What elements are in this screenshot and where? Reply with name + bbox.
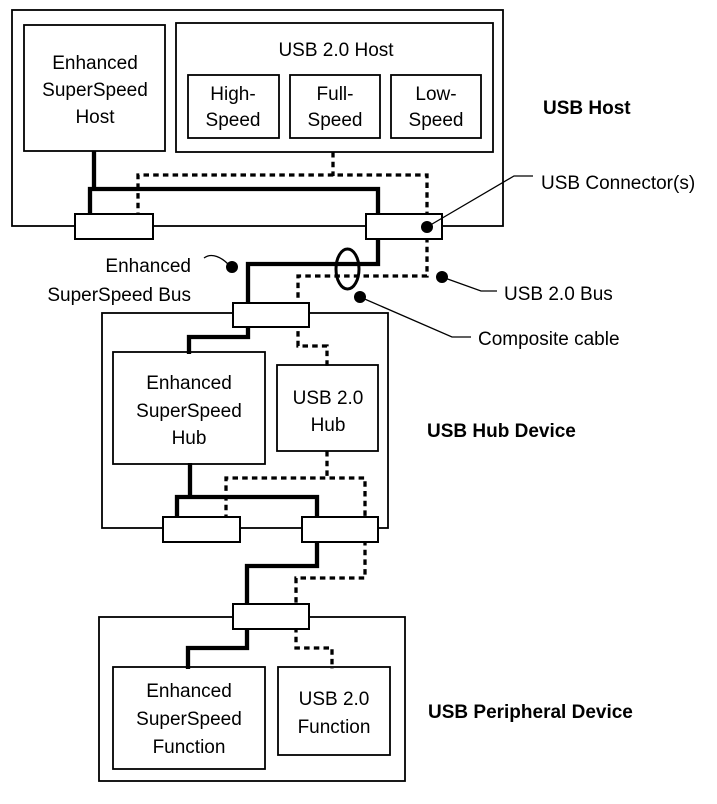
ess-hub-label-line3: Hub xyxy=(172,428,207,449)
usb-host-section-label: USB Host xyxy=(543,98,631,119)
usb2-bus-leader-line xyxy=(441,276,497,292)
ess-hub-label-line1: Enhanced xyxy=(146,373,232,394)
low-speed-label-line1: Low- xyxy=(415,84,456,105)
ess-host-label-line1: Enhanced xyxy=(52,53,138,74)
ess-function-label-line3: Function xyxy=(153,737,226,758)
superspeed-bus-into-function xyxy=(185,627,250,669)
composite-cable-ellipse xyxy=(334,247,361,291)
ess-function-label-line1: Enhanced xyxy=(146,681,232,702)
composite-cable-callout-label: Composite cable xyxy=(478,329,620,350)
superspeed-bus-into-hub xyxy=(186,325,251,354)
ess-hub-label-line2: SuperSpeed xyxy=(136,401,242,422)
usb2-host-title: USB 2.0 Host xyxy=(278,40,394,61)
usb-hub-device-section-label: USB Hub Device xyxy=(427,421,576,442)
enhanced-superspeed-function-box xyxy=(112,666,266,770)
usb-connector-peripheral xyxy=(232,603,310,630)
usb-connectors-callout-label: USB Connector(s) xyxy=(541,173,695,194)
superspeed-bus-leader-line xyxy=(203,254,229,265)
ess-function-label-line2: SuperSpeed xyxy=(136,709,242,730)
usb2-hub-label-line2: Hub xyxy=(311,415,346,436)
usb2-bus-callout-label: USB 2.0 Bus xyxy=(504,284,613,305)
high-speed-label-line2: Speed xyxy=(206,110,261,131)
enhanced-superspeed-host-box xyxy=(23,24,166,152)
full-speed-box xyxy=(289,74,381,139)
usb2-function-label-line1: USB 2.0 xyxy=(299,689,370,710)
usb2-function-label-line2: Function xyxy=(298,717,371,738)
usb2-bus-host-run xyxy=(136,173,429,240)
composite-cable-leader-line xyxy=(359,296,471,338)
usb2-bus-hub-to-peripheral xyxy=(294,540,367,606)
full-speed-label-line2: Speed xyxy=(308,110,363,131)
ess-bus-callout-label-line1: Enhanced xyxy=(105,256,191,277)
low-speed-label-line2: Speed xyxy=(409,110,464,131)
low-speed-box xyxy=(390,74,482,139)
usb-connector-hub-upstream xyxy=(232,302,310,328)
ess-host-label-line3: Host xyxy=(75,107,115,128)
superspeed-bus-hub-downstream xyxy=(174,463,320,520)
full-speed-label-line1: Full- xyxy=(317,84,354,105)
usb2-function-box xyxy=(277,666,391,756)
superspeed-bus-hub-to-peripheral xyxy=(244,540,320,607)
usb2-bus-into-function xyxy=(294,627,334,669)
ess-host-label-line2: SuperSpeed xyxy=(42,80,148,101)
high-speed-box xyxy=(187,74,280,139)
usb-connector-hub-downstream-right xyxy=(301,516,379,543)
usb-connector-host-right xyxy=(365,213,443,240)
high-speed-label-line1: High- xyxy=(210,84,255,105)
ess-bus-callout-label-line2: SuperSpeed Bus xyxy=(47,285,191,306)
usb-connector-host-left xyxy=(74,213,154,240)
usb-connector-hub-downstream-left xyxy=(162,516,241,543)
usb2-bus-hub-downstream xyxy=(224,451,367,520)
usb2-hub-label-line1: USB 2.0 xyxy=(293,388,364,409)
superspeed-bus-callout-dot xyxy=(226,261,238,273)
usb2-bus-host-to-hub xyxy=(296,237,429,367)
superspeed-bus-host-to-hub xyxy=(245,237,381,306)
usb-connector-leader-line xyxy=(426,175,533,228)
usb-peripheral-device-section-label: USB Peripheral Device xyxy=(428,702,633,723)
usb2-hub-box xyxy=(276,364,379,452)
